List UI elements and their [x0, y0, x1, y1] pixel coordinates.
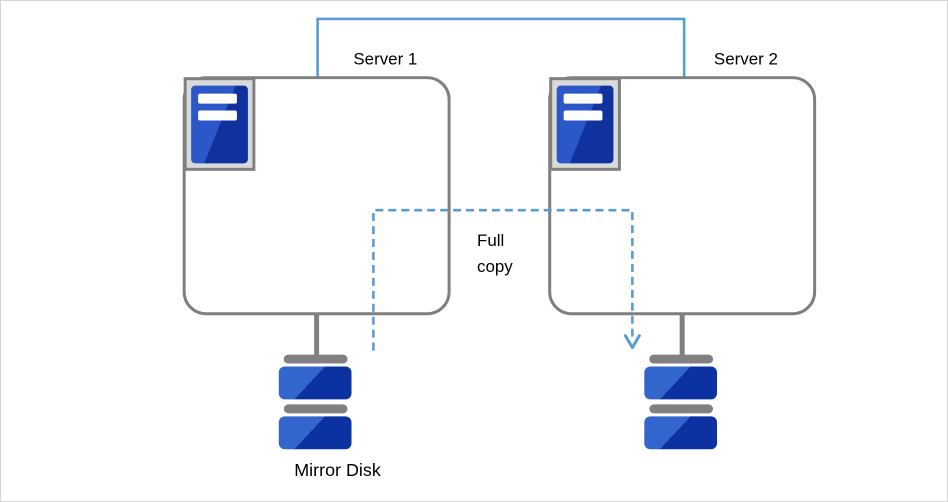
disk-platter — [278, 416, 352, 450]
server-icon-slot — [198, 93, 237, 104]
server2-icon — [549, 77, 621, 171]
server-icon-slot — [563, 93, 603, 104]
full-copy-label-line2: copy — [477, 257, 513, 276]
mirror-disk-server1 — [278, 354, 352, 450]
mirror-disk-label: Mirror Disk — [294, 460, 381, 480]
server1-label: Server 1 — [353, 50, 417, 69]
disk-cap — [283, 354, 348, 364]
server-tower-icon — [191, 85, 248, 164]
server2-label: Server 2 — [714, 50, 778, 69]
disk-platter — [644, 366, 718, 400]
full-copy-dashed-path — [372, 208, 634, 351]
mirror-disk-server2 — [644, 354, 718, 450]
full-copy-label-line1: Full — [477, 231, 504, 250]
server1-icon — [183, 77, 256, 171]
server-icon-slot — [563, 110, 603, 121]
full-copy-arrowhead — [623, 334, 641, 350]
disk-cap — [283, 404, 348, 414]
server-tower-icon — [556, 85, 614, 164]
server-icon-slot — [198, 110, 237, 121]
disk-platter — [278, 366, 352, 400]
disk-platter — [644, 416, 718, 450]
disk-cap — [649, 404, 714, 414]
disk-cap — [649, 354, 714, 364]
server-interconnect-line — [316, 17, 686, 80]
